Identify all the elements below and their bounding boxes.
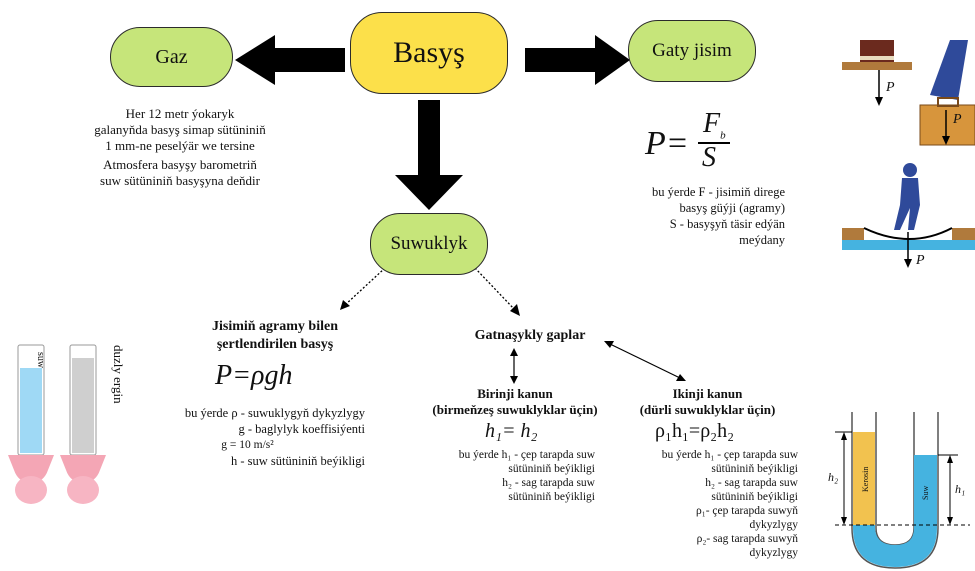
- law1-description: bu ýerde h₁ - çep tarapda suw sütüniniň …: [458, 449, 595, 503]
- node-basys-label: Basyş: [393, 36, 465, 69]
- vessels-title: Gatnaşykly gaplar: [474, 328, 586, 343]
- dotted-arrow-right-head: [510, 304, 520, 316]
- arrow-to-gaz: [235, 35, 345, 85]
- node-gaty-jisim: Gaty jisim: [628, 20, 756, 82]
- node-suwuklyk: Suwuklyk: [370, 213, 488, 275]
- solid-formula-numerator: Fb: [703, 108, 726, 142]
- utube-suw-label: Suw: [921, 485, 930, 500]
- solid-formula: P=: [645, 125, 689, 162]
- node-suwuklyk-label: Suwuklyk: [390, 233, 468, 254]
- weight-pressure-title: Jisimiň agramy bilen şertlendirilen basy…: [211, 319, 338, 352]
- law2-double-arrow: [609, 343, 681, 379]
- tube-label-duzly-ergin: duzly ergin: [111, 345, 126, 404]
- briefcase-figure: [919, 40, 975, 146]
- book-force-label: P: [886, 80, 895, 95]
- gas-description: Her 12 metr ýokaryk galanyňda basyş sima…: [94, 106, 266, 188]
- weight-pressure-formula: P=ρgh: [215, 360, 293, 391]
- law2-description: bu ýerde h₁ - çep tarapda suw sütüniniň …: [661, 449, 798, 559]
- node-gaz-label: Gaz: [155, 45, 188, 68]
- briefcase-force-label: P: [953, 112, 962, 127]
- tube-label-suw: suw: [35, 352, 46, 369]
- arrow-to-suwuklyk: [395, 100, 463, 210]
- arrow-to-gaty-jisim: [525, 35, 630, 85]
- utube-kerosin-label: Kerosin: [861, 466, 870, 492]
- utube-h2-label: h₂: [828, 470, 839, 484]
- solid-formula-bar: [698, 142, 730, 144]
- law2-formula: ρ₁h₁=ρ₂h₂: [655, 420, 735, 442]
- node-basys: Basyş: [350, 12, 508, 94]
- law2-title: Ikinji kanun (dürli suwuklyklar üçin): [639, 386, 776, 417]
- weight-pressure-description: bu ýerde ρ - suwuklygyň dykyzlygy g - ba…: [184, 406, 365, 468]
- walker-force-label: P: [916, 253, 925, 268]
- node-gaz: Gaz: [110, 27, 233, 87]
- dotted-arrow-left: [344, 267, 386, 306]
- test-tubes-figure: [8, 344, 106, 504]
- walker-on-bridge-figure: [842, 163, 975, 268]
- dotted-arrow-left-head: [340, 300, 350, 310]
- solid-description: bu ýerde F - jisimiň direge basyş güýji …: [652, 185, 785, 247]
- dotted-arrow-right: [474, 267, 516, 311]
- u-tube-figure: [835, 412, 970, 569]
- law1-formula: h₁= h₂: [485, 420, 538, 442]
- utube-h1-label: h₁: [955, 482, 966, 496]
- law1-title: Birinji kanun (birmeňzeş suwuklyklar üçi…: [432, 386, 598, 417]
- node-gaty-jisim-label: Gaty jisim: [652, 40, 732, 61]
- solid-formula-denominator: S: [702, 142, 716, 173]
- book-on-table-figure: [842, 40, 912, 106]
